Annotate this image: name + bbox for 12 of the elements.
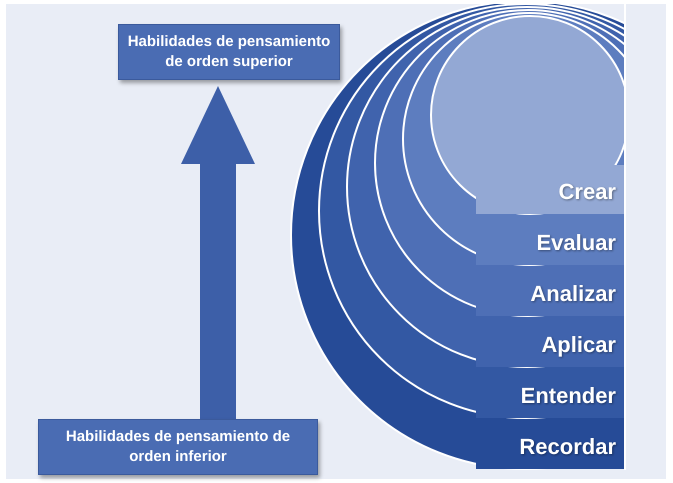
skill-level-box [118,24,340,80]
level-label: Recordar [519,434,616,460]
box-text: Habilidades de pensamiento de orden superior [126,32,332,72]
level-label: Entender [520,383,616,409]
taxonomy-layer [430,15,626,215]
level-label: Evaluar [536,230,616,256]
level-label: Analizar [530,281,616,307]
skill-level-box [38,419,318,475]
box-text: Habilidades de pensamiento de orden inferior [64,427,292,467]
arrow [181,86,255,419]
level-label: Aplicar [541,332,616,358]
level-label: Crear [558,179,616,205]
